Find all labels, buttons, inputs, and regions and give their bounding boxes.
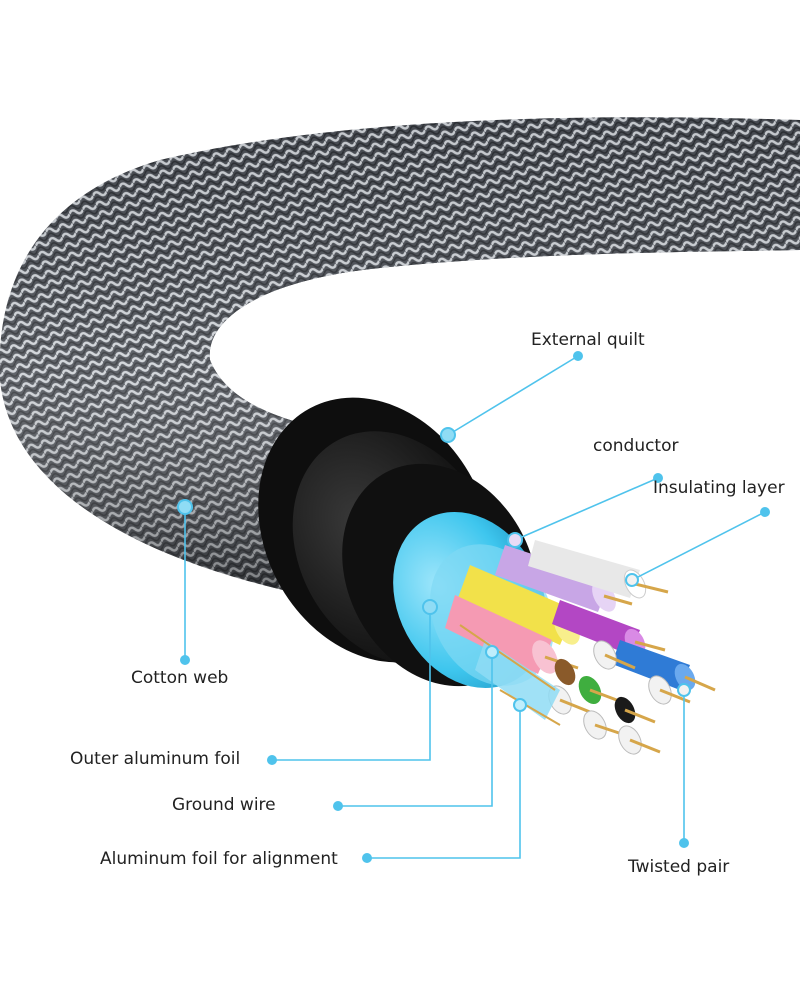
dot-insulating-end — [760, 507, 770, 517]
cable-body — [0, 117, 800, 600]
dot-external-quilt-end — [573, 351, 583, 361]
dot-cotton-web-start — [177, 499, 193, 515]
dot-outer-foil-end — [267, 755, 277, 765]
leader-conductor — [514, 477, 659, 541]
dot-ground-wire-end — [333, 801, 343, 811]
label-outer-aluminum-foil: Outer aluminum foil — [70, 749, 241, 769]
leader-dots — [177, 351, 770, 863]
leader-aluminum-foil-alignment — [367, 705, 521, 859]
dot-external-quilt-start — [440, 427, 456, 443]
dot-twisted-pair-start — [677, 683, 691, 697]
dot-cotton-web-end — [180, 655, 190, 665]
label-conductor: conductor — [593, 436, 679, 456]
label-insulating-layer: Insulating layer — [653, 478, 785, 498]
dot-alignment-foil-end — [362, 853, 372, 863]
inner-conductors — [445, 540, 716, 755]
label-external-quilt: External quilt — [531, 330, 645, 350]
leader-lines — [184, 355, 766, 859]
dot-ground-wire-start — [485, 645, 499, 659]
leader-ground-wire — [338, 652, 493, 807]
dot-insulating-start — [625, 573, 639, 587]
label-aluminum-foil-alignment: Aluminum foil for alignment — [100, 849, 338, 869]
dot-conductor-end — [653, 473, 663, 483]
dot-twisted-pair-end — [679, 838, 689, 848]
label-cotton-web: Cotton web — [131, 668, 229, 688]
dot-conductor-start — [507, 532, 523, 548]
leader-insulating-layer — [631, 511, 766, 581]
label-ground-wire: Ground wire — [172, 795, 276, 815]
label-twisted-pair: Twisted pair — [628, 857, 730, 877]
leader-outer-aluminum-foil — [272, 607, 431, 761]
dot-alignment-foil-start — [513, 698, 527, 712]
leader-external-quilt — [447, 355, 579, 436]
dot-outer-foil-start — [422, 599, 438, 615]
